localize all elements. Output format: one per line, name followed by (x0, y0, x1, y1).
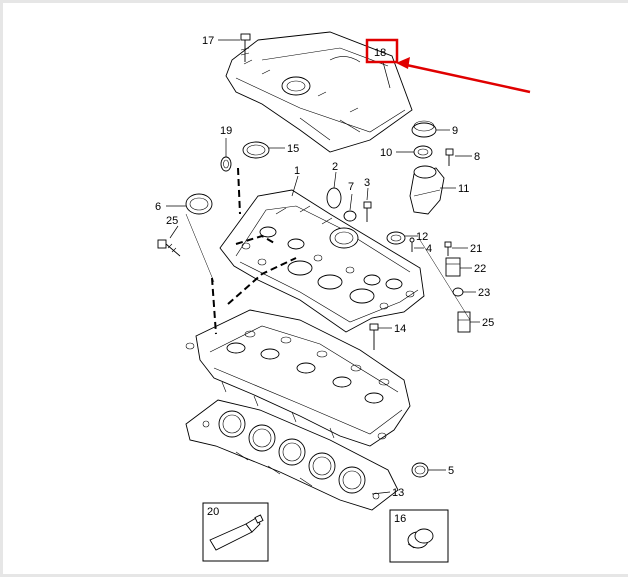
highlight-box (365, 38, 399, 64)
label-16: 16 (394, 513, 406, 525)
plug-5[interactable] (411, 462, 429, 478)
label-3: 3 (364, 177, 370, 189)
bolt-25-left[interactable] (157, 239, 181, 257)
label-15: 15 (287, 143, 299, 155)
label-4: 4 (426, 243, 432, 255)
dashed-guide-left (211, 167, 241, 335)
o-ring-19[interactable] (220, 156, 232, 172)
label-19: 19 (220, 125, 232, 137)
label-9: 9 (452, 125, 458, 137)
bolt-21[interactable] (444, 241, 452, 256)
label-5: 5 (448, 465, 454, 477)
frame-bottom-edge (0, 574, 628, 577)
engine-cover[interactable] (225, 31, 413, 153)
oil-cap-seal[interactable] (413, 145, 433, 159)
seal-ring-6[interactable] (185, 193, 213, 215)
label-14: 14 (394, 323, 406, 335)
leader-lines (166, 39, 480, 495)
label-25-left: 25 (166, 215, 178, 227)
seal-12[interactable] (386, 231, 406, 245)
seal-ring-15[interactable] (242, 141, 270, 159)
bolt-17[interactable] (240, 33, 251, 62)
bolt-3[interactable] (363, 201, 372, 222)
label-23: 23 (478, 287, 490, 299)
frame-left-edge (0, 0, 3, 577)
sensor-22[interactable] (445, 257, 461, 277)
label-13: 13 (392, 487, 404, 499)
cylinder-head[interactable] (185, 309, 411, 447)
label-20: 20 (207, 506, 219, 518)
label-21: 21 (470, 243, 482, 255)
head-gasket[interactable] (185, 399, 399, 511)
highlight-arrow (396, 57, 531, 94)
part-labels: 17 18 9 10 8 19 15 2 1 7 3 11 6 25 12 4 … (155, 35, 494, 525)
label-17: 17 (202, 35, 214, 47)
camshaft-cover[interactable] (219, 189, 425, 333)
label-8: 8 (474, 151, 480, 163)
label-10: 10 (380, 147, 392, 159)
frame-top-edge (0, 0, 628, 3)
label-18: 18 (374, 47, 386, 59)
washer-7[interactable] (343, 210, 357, 222)
inset-box-16[interactable] (389, 509, 449, 563)
pin-4[interactable] (409, 237, 415, 252)
dashed-guide-center (227, 257, 297, 305)
dashed-guide-upper (235, 234, 277, 245)
bolt-8[interactable] (445, 148, 454, 166)
plug-2[interactable] (326, 187, 342, 209)
label-2: 2 (332, 161, 338, 173)
oil-filler-cap[interactable] (411, 120, 437, 138)
inset-box-20[interactable] (202, 502, 269, 562)
bolt-14[interactable] (369, 323, 379, 350)
label-22: 22 (474, 263, 486, 275)
label-1: 1 (294, 165, 300, 177)
label-12: 12 (416, 231, 428, 243)
sensor-25-right[interactable] (457, 311, 471, 333)
thermostat-housing[interactable] (409, 165, 445, 215)
label-25-right: 25 (482, 317, 494, 329)
label-6: 6 (155, 201, 161, 213)
label-11: 11 (458, 183, 469, 195)
label-7: 7 (348, 181, 354, 193)
